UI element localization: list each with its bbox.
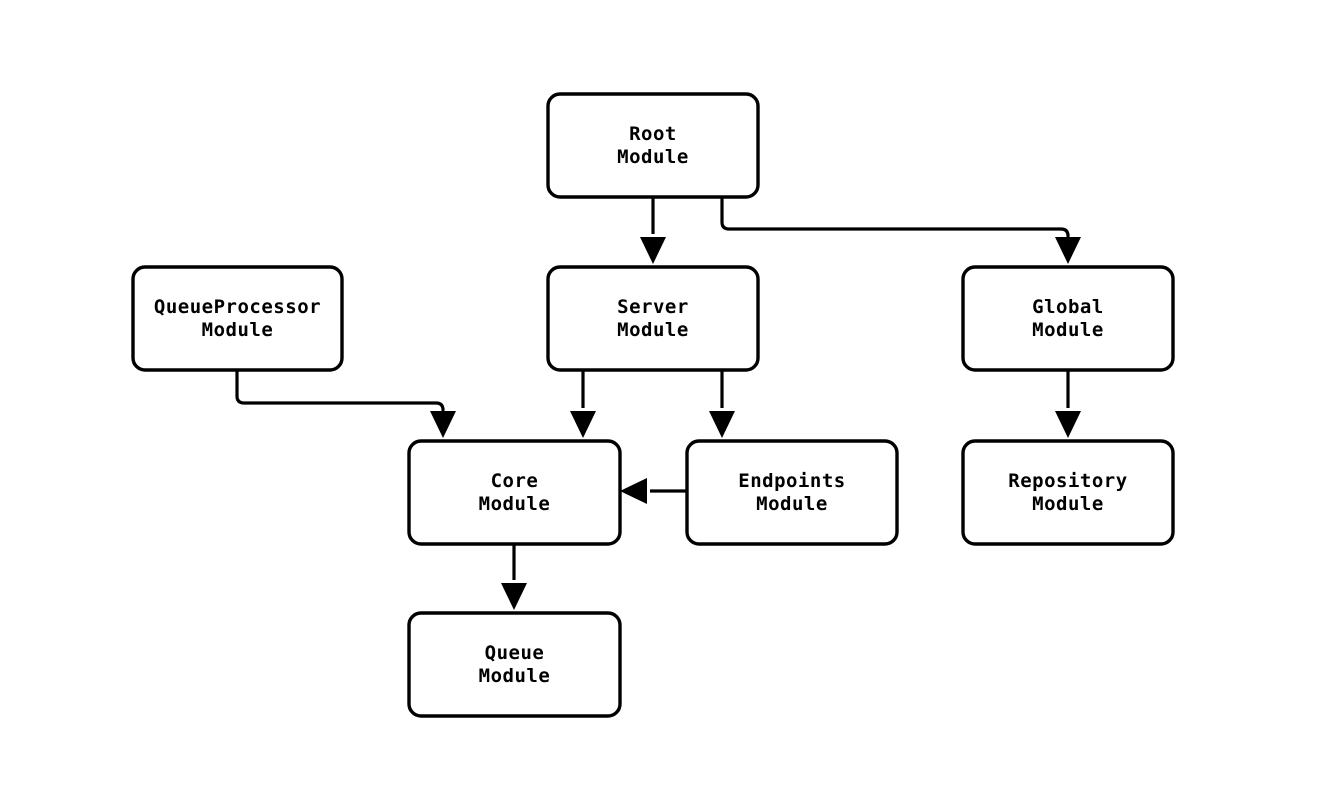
node-box[interactable] (131, 265, 344, 372)
node-box[interactable] (685, 439, 899, 546)
node-label-name: Endpoints (738, 470, 845, 492)
edge-line (235, 370, 445, 412)
arrowhead-icon (1055, 411, 1081, 438)
arrowhead-icon (1055, 237, 1081, 264)
node-box[interactable] (546, 92, 760, 199)
node-label-name: QueueProcessor (154, 296, 321, 318)
node-label-name: Repository (1008, 470, 1127, 492)
edge-line (720, 197, 1070, 238)
arrowhead-icon (501, 583, 527, 610)
nodes-layer: RootModuleQueueProcessorModuleServerModu… (131, 92, 1175, 718)
edge-root-to-global (720, 197, 1081, 264)
arrowhead-icon (640, 237, 666, 264)
arrowhead-icon (709, 411, 735, 438)
edge-core-to-queue (501, 544, 527, 610)
node-label-name: Root (629, 123, 677, 145)
node-box[interactable] (961, 439, 1175, 546)
edge-server-to-core (570, 370, 596, 438)
node-label-kind: Module (617, 146, 689, 168)
edges-layer (235, 197, 1081, 610)
arrowhead-icon (570, 411, 596, 438)
node-label-kind: Module (756, 493, 828, 515)
edge-server-to-endpoints (709, 370, 735, 438)
edge-queueprocessor-to-core (235, 370, 456, 438)
node-label-name: Server (617, 296, 689, 318)
node-label-kind: Module (479, 493, 551, 515)
node-label-name: Queue (485, 642, 545, 664)
edge-endpoints-to-core (620, 478, 687, 504)
node-label-kind: Module (1032, 493, 1104, 515)
node-box[interactable] (961, 265, 1175, 372)
arrowhead-icon (430, 411, 456, 438)
node-label-kind: Module (479, 665, 551, 687)
edge-root-to-server (640, 197, 666, 264)
node-label-kind: Module (617, 319, 689, 341)
node-label-name: Core (491, 470, 539, 492)
edge-global-to-repository (1055, 370, 1081, 438)
node-box[interactable] (407, 611, 622, 718)
arrowhead-icon (620, 478, 647, 504)
node-box[interactable] (546, 265, 760, 372)
node-label-name: Global (1032, 296, 1104, 318)
node-label-kind: Module (202, 319, 274, 341)
node-label-kind: Module (1032, 319, 1104, 341)
node-box[interactable] (407, 439, 622, 546)
